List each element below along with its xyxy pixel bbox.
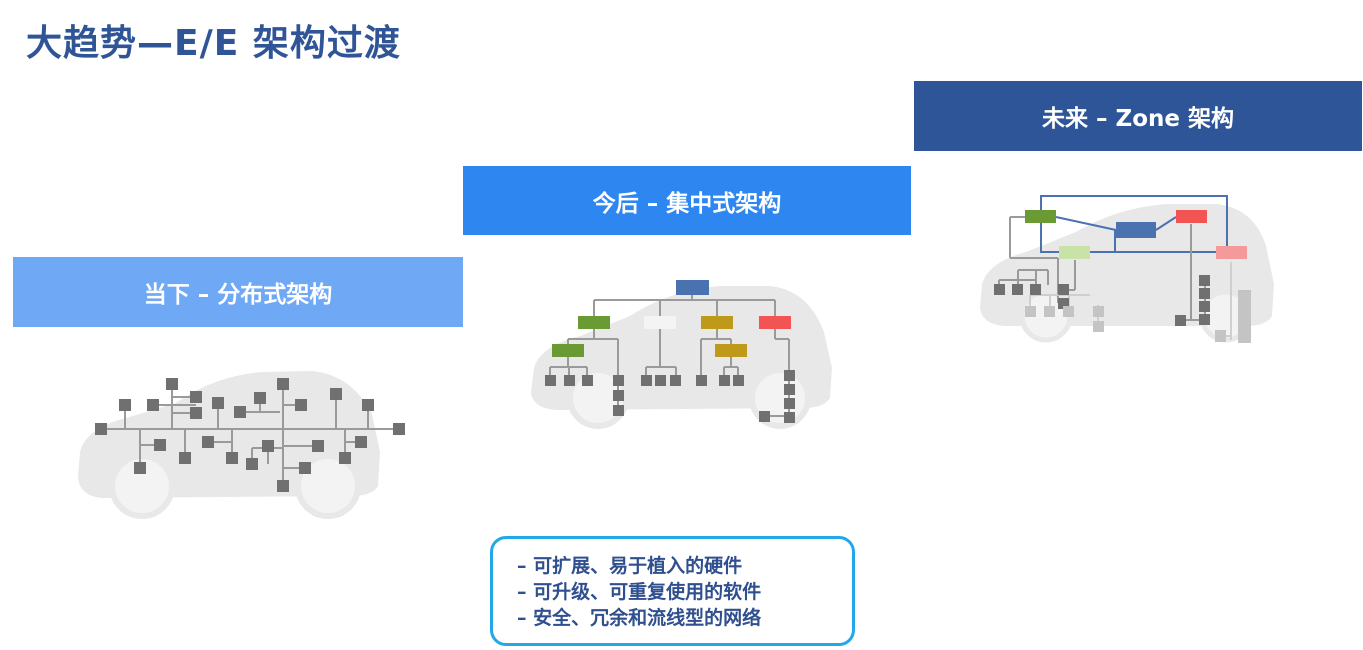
ecu-node — [134, 462, 146, 474]
benefit-network: – 安全、冗余和流线型的网络 — [517, 607, 762, 629]
ecu-node — [393, 423, 405, 435]
ecu-node — [226, 452, 238, 464]
benefits-box: – 可扩展、易于植入的硬件 – 可升级、可重复使用的软件 – 安全、冗余和流线型… — [490, 536, 855, 646]
domain-controller — [578, 316, 610, 329]
ecu-node — [190, 407, 202, 419]
zone-architecture-banner: 未来 – Zone 架构 — [914, 81, 1362, 151]
ecu-node — [1238, 290, 1251, 343]
ecu-node — [1058, 284, 1069, 295]
zone-controller — [1025, 210, 1056, 223]
domain-controller — [552, 344, 584, 357]
ecu-node — [1199, 288, 1210, 299]
ecu-node — [582, 375, 593, 386]
ecu-node — [330, 388, 342, 400]
ecu-node — [1175, 315, 1186, 326]
centralized-architecture-banner: 今后 – 集中式架构 — [463, 166, 911, 235]
ecu-node — [1215, 330, 1226, 342]
centralized-ecu-nodes — [545, 370, 795, 423]
ecu-node — [613, 375, 624, 386]
domain-controller — [701, 316, 733, 329]
ecu-node — [95, 423, 107, 435]
distributed-architecture-diagram — [78, 371, 405, 519]
ecu-node — [613, 405, 624, 416]
ecu-node — [166, 378, 178, 390]
ecu-node — [154, 439, 166, 451]
ecu-node — [295, 399, 307, 411]
ecu-node — [339, 452, 351, 464]
ecu-node — [234, 406, 246, 418]
ecu-node — [784, 412, 795, 423]
domain-controllers — [552, 316, 791, 357]
zone-controllers — [1025, 210, 1247, 259]
ecu-node — [312, 440, 324, 452]
ecu-node — [1025, 306, 1036, 317]
ecu-node — [299, 462, 311, 474]
centralized-architecture-diagram — [531, 280, 832, 429]
benefit-hardware: – 可扩展、易于植入的硬件 — [517, 555, 743, 577]
domain-controller — [644, 316, 676, 329]
ecu-node — [277, 480, 289, 492]
ecu-node — [254, 392, 266, 404]
domain-controller — [759, 316, 791, 329]
zone-ecu-nodes — [994, 275, 1210, 326]
ecu-node — [670, 375, 681, 386]
ecu-node — [202, 436, 214, 448]
ecu-node — [696, 375, 707, 386]
ecu-node — [784, 398, 795, 409]
ecu-node — [719, 375, 730, 386]
ecu-node — [784, 370, 795, 381]
ecu-node — [190, 391, 202, 403]
ecu-node — [759, 411, 770, 422]
zone-ecu-nodes-light — [1025, 290, 1251, 343]
ecu-node — [1199, 301, 1210, 312]
ecu-node — [545, 375, 556, 386]
ecu-node — [733, 375, 744, 386]
distributed-architecture-banner: 当下 – 分布式架构 — [13, 257, 463, 327]
ecu-node — [119, 399, 131, 411]
zone-controller — [1216, 246, 1247, 259]
distributed-ecu-nodes — [95, 378, 405, 492]
benefit-software: – 可升级、可重复使用的软件 — [517, 581, 762, 603]
domain-controller — [715, 344, 747, 357]
zone-controller — [1116, 222, 1156, 238]
ecu-node — [246, 458, 258, 470]
ecu-node — [994, 284, 1005, 295]
ecu-node — [355, 436, 367, 448]
ecu-node — [1093, 306, 1104, 317]
zone-controller — [1176, 210, 1207, 223]
zone-architecture-diagram — [980, 195, 1274, 343]
ecu-node — [1063, 306, 1074, 317]
ecu-node — [784, 384, 795, 395]
ecu-node — [1044, 306, 1055, 317]
page-title: 大趋势—E/E 架构过渡 — [26, 23, 401, 64]
ecu-node — [212, 397, 224, 409]
ecu-node — [655, 375, 666, 386]
ecu-node — [564, 375, 575, 386]
ecu-node — [1093, 321, 1104, 332]
ecu-node — [1199, 275, 1210, 286]
ecu-node — [362, 399, 374, 411]
ecu-node — [179, 452, 191, 464]
ecu-node — [1030, 284, 1041, 295]
zone-controller — [1059, 246, 1090, 259]
ecu-node — [1058, 298, 1069, 309]
central-computer — [676, 280, 709, 295]
ecu-node — [613, 390, 624, 401]
ecu-node — [147, 399, 159, 411]
ecu-node — [1012, 284, 1023, 295]
ecu-node — [641, 375, 652, 386]
ecu-node — [1199, 314, 1210, 325]
ecu-node — [262, 440, 274, 452]
ecu-node — [277, 378, 289, 390]
